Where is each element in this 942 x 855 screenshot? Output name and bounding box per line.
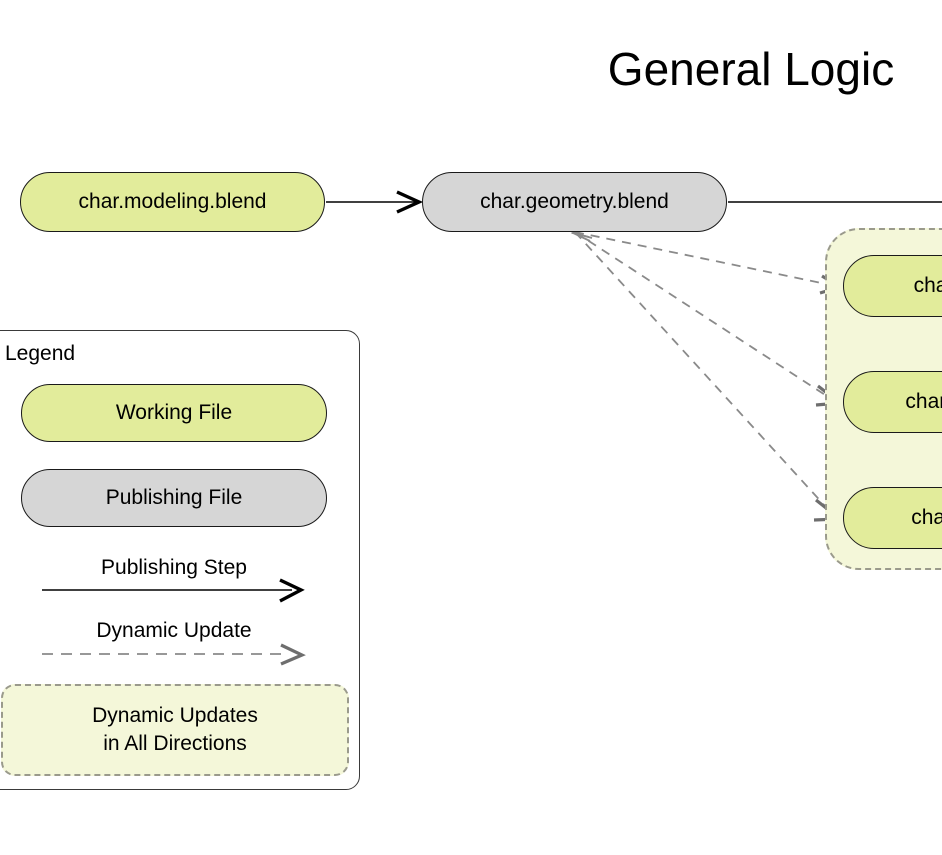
edge-geometry-to-cluster-2 (571, 222, 845, 407)
node-label: char.geometry.blend (480, 190, 669, 213)
node-cluster-item-1[interactable]: char (843, 255, 942, 317)
legend-dynamic-line-1: Dynamic Updates (92, 703, 258, 727)
node-label: char.g (905, 390, 942, 413)
edge-modeling-to-geometry (326, 190, 424, 214)
legend-dynamic-line-2: in All Directions (103, 732, 247, 755)
node-label: char. (911, 506, 942, 529)
legend-publishing-file-label: Publishing File (105, 486, 243, 509)
legend-title: Legend (5, 342, 76, 365)
node-char-modeling-blend[interactable]: char.modeling.blend (20, 172, 325, 232)
node-cluster-item-2[interactable]: char.g (843, 371, 942, 433)
edge-geometry-to-cluster-1 (570, 226, 844, 295)
legend-publishing-step-label: Publishing Step (101, 556, 247, 579)
node-char-geometry-blend[interactable]: char.geometry.blend (422, 172, 727, 232)
legend-swatch-publishing-file: Publishing File (21, 469, 327, 527)
edge-geometry-to-cluster-3 (571, 220, 845, 522)
node-label: char.modeling.blend (78, 190, 267, 213)
node-label: char (913, 274, 942, 297)
legend-swatch-working-file: Working File (21, 384, 327, 442)
legend-dynamic-update-label: Dynamic Update (96, 619, 252, 642)
legend-panel: Legend Working File Publishing File Publ… (0, 330, 360, 790)
legend-swatch-dynamic-updates-cluster: Dynamic Updates in All Directions (1, 684, 349, 776)
node-cluster-item-3[interactable]: char. (843, 487, 942, 549)
page-title: General Logic (607, 43, 895, 95)
legend-working-file-label: Working File (115, 401, 233, 424)
